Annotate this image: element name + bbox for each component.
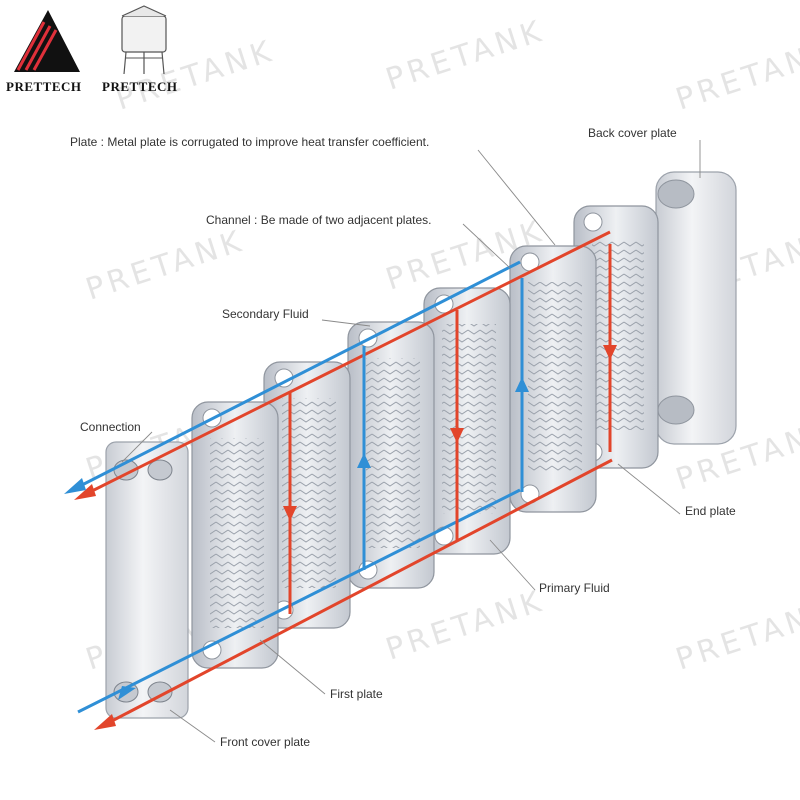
plate-stack <box>191 205 659 669</box>
primary-fluid-label: Primary Fluid <box>539 581 610 595</box>
first-plate <box>191 401 279 669</box>
arrow-left-icon <box>94 714 116 730</box>
channel-label: Channel : Be made of two adjacent plates… <box>206 213 431 227</box>
arrow-up-icon <box>357 453 371 468</box>
plate <box>347 321 435 589</box>
arrow-left-icon <box>64 478 86 494</box>
logo-right: PRETTECH <box>102 5 178 94</box>
back-cover-plate <box>655 171 737 445</box>
first-plate-label: First plate <box>330 687 383 701</box>
arrow-right-icon <box>118 686 136 700</box>
plate <box>509 245 597 513</box>
logo-stripes-icon <box>16 21 58 71</box>
watermark-text: PRETANK <box>382 583 549 667</box>
arrow-down-icon <box>603 345 617 360</box>
primary-fluid-upper-line <box>89 230 611 494</box>
primary-fluid-lower-line <box>109 458 613 724</box>
secondary-fluid-label: Secondary Fluid <box>222 307 309 321</box>
flow-lines <box>64 230 617 730</box>
arrow-down-icon <box>283 506 297 521</box>
secondary-fluid-lower-line <box>77 488 521 714</box>
arrow-down-icon <box>450 428 464 443</box>
logo-left: PRETTECH <box>6 10 82 94</box>
leader-lines <box>121 140 701 743</box>
front-cover-plate-label: Front cover plate <box>220 735 310 749</box>
connection-label: Connection <box>80 420 141 434</box>
plate-label: Plate : Metal plate is corrugated to imp… <box>70 135 429 149</box>
mountain-logo-icon <box>14 10 80 72</box>
plate <box>423 287 511 555</box>
end-plate-label: End plate <box>685 504 736 518</box>
logo-left-text: PRETTECH <box>6 79 82 94</box>
arrow-left-icon <box>74 484 96 500</box>
watermark-text: PRETANK <box>672 33 800 117</box>
watermark-text: PRETANK <box>82 223 249 307</box>
watermark-text: PRETANK <box>672 593 800 677</box>
secondary-fluid-upper-line <box>79 260 521 488</box>
tank-logo-icon <box>121 15 167 53</box>
back-cover-plate-label: Back cover plate <box>588 126 677 140</box>
labels: Plate : Metal plate is corrugated to imp… <box>70 126 736 749</box>
logo-right-text: PRETTECH <box>102 79 178 94</box>
arrow-up-icon <box>515 377 529 392</box>
watermark-text: PRETANK <box>382 13 549 97</box>
